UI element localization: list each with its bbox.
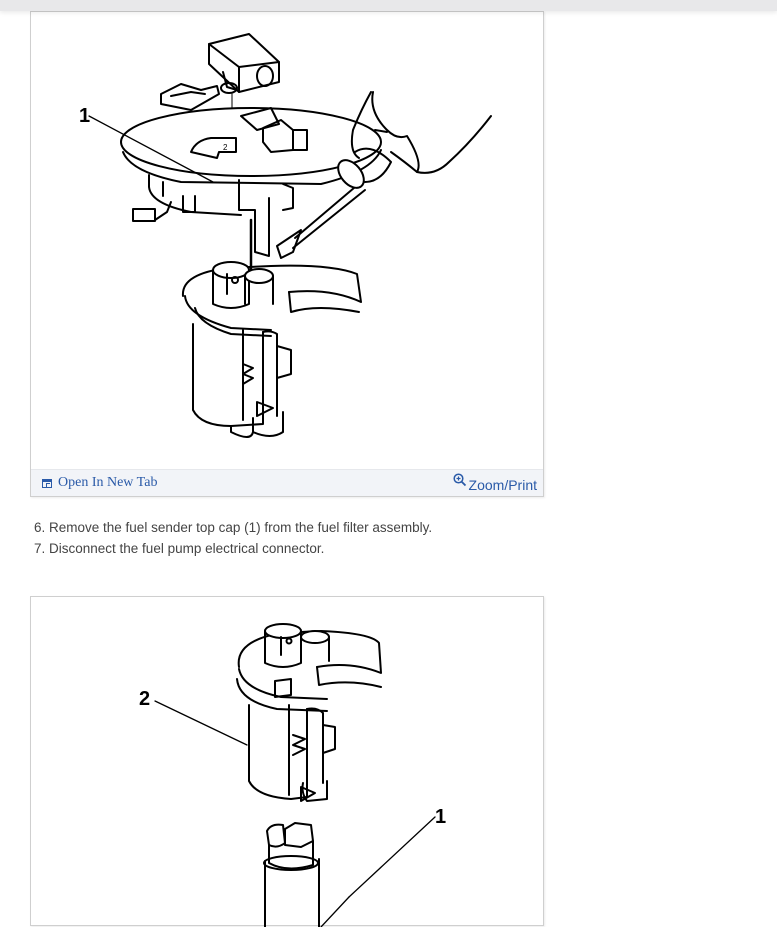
open-new-tab-icon [42,478,52,488]
procedure-steps: 6. Remove the fuel sender top cap (1) fr… [34,517,432,559]
callout-2: 2 [139,688,150,710]
fuel-sender-illustration: 2 [88,33,492,438]
open-in-new-tab-label: Open In New Tab [58,475,158,490]
browser-top-bar [0,0,777,11]
callout-1: 1 [79,105,90,127]
zoom-print-label: Zoom/Print [468,477,537,493]
callout-labels: 2 1 [139,688,446,828]
step-7: 7. Disconnect the fuel pump electrical c… [34,541,325,556]
figure-1-footer: Open In New Tab Zoom/Print [31,469,543,496]
figure-1: 2 [30,11,544,497]
svg-text:2: 2 [223,143,228,152]
callout-1: 1 [435,806,446,828]
figure-2: 2 1 [30,596,544,927]
step-6: 6. Remove the fuel sender top cap (1) fr… [34,520,433,535]
zoom-print-link[interactable]: Zoom/Print [452,473,537,493]
callout-labels: 1 [79,105,90,127]
zoom-in-icon [452,473,466,487]
open-in-new-tab-link[interactable]: Open In New Tab [42,475,157,491]
